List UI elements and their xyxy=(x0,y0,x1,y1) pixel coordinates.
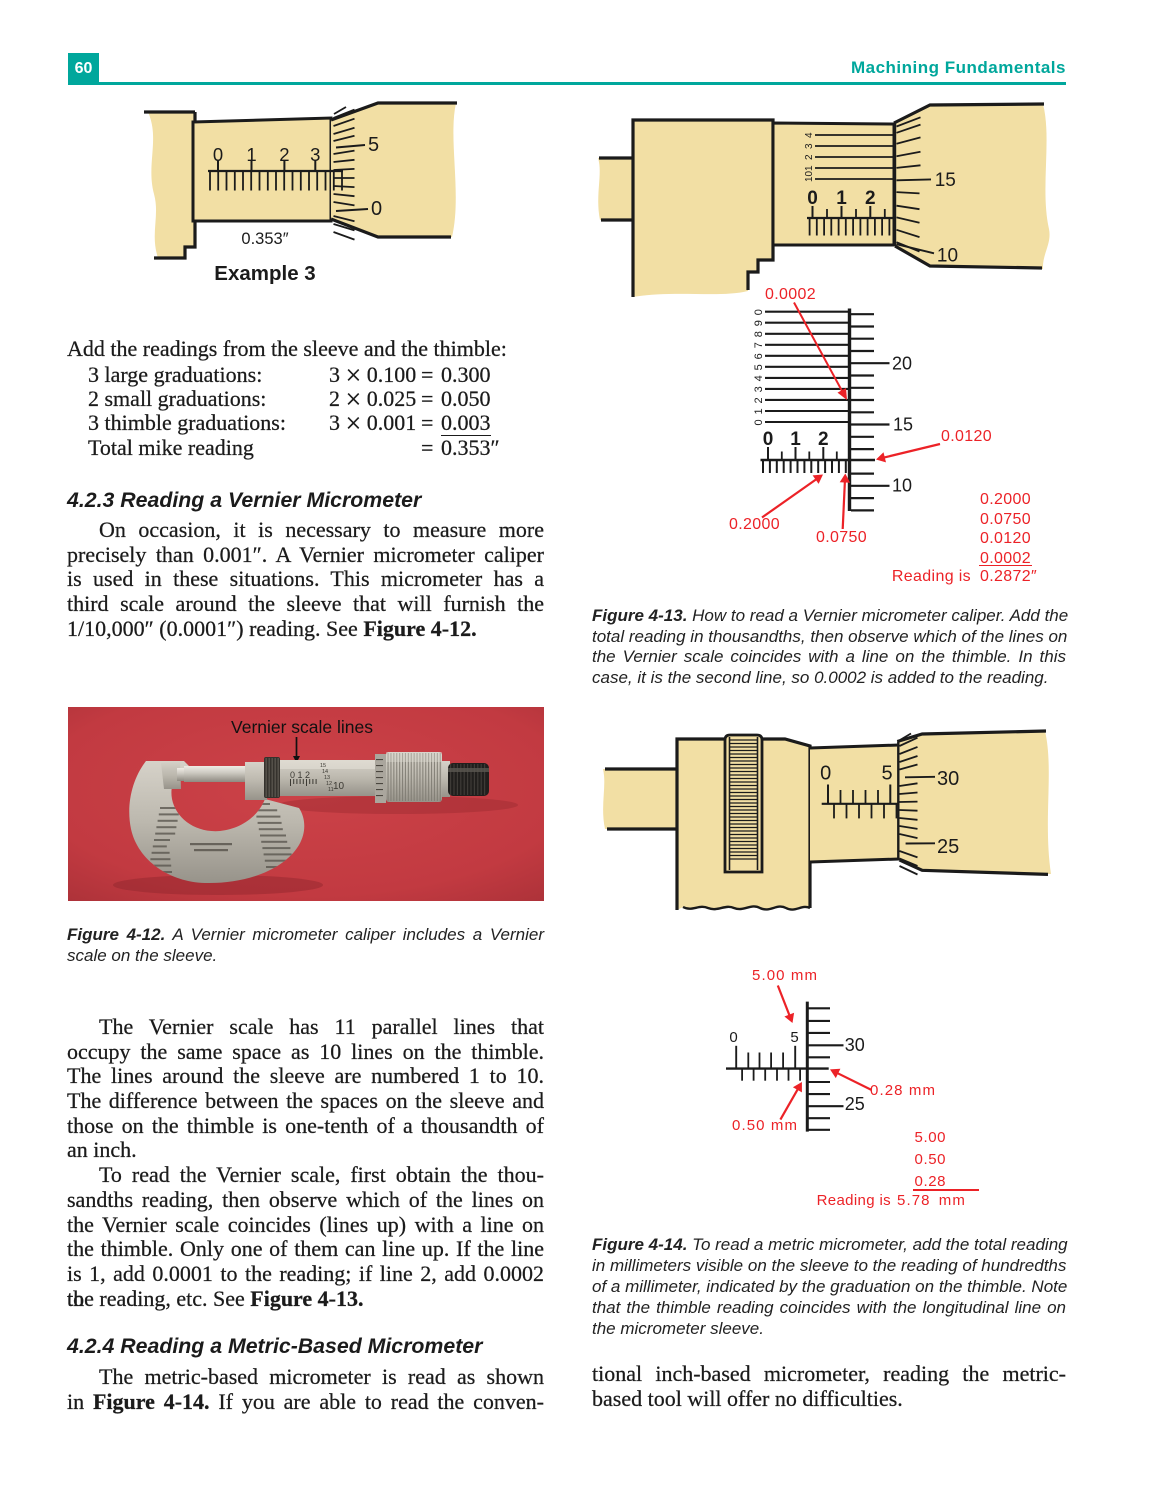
svg-text:10: 10 xyxy=(804,170,815,182)
svg-text:14: 14 xyxy=(322,769,328,775)
svg-text:0: 0 xyxy=(763,429,774,450)
svg-text:11: 11 xyxy=(328,787,334,793)
svg-text:2: 2 xyxy=(279,144,289,165)
svg-text:1: 1 xyxy=(836,188,847,209)
svg-text:10: 10 xyxy=(937,246,958,267)
svg-text:3: 3 xyxy=(310,144,320,165)
svg-text:25: 25 xyxy=(937,836,959,858)
svg-text:25: 25 xyxy=(845,1094,865,1114)
svg-text:9: 9 xyxy=(753,320,765,326)
svg-text:4: 4 xyxy=(753,375,765,381)
svg-text:0: 0 xyxy=(213,144,223,165)
svg-text:13: 13 xyxy=(324,775,330,781)
svg-text:0: 0 xyxy=(753,309,765,315)
svg-text:20: 20 xyxy=(892,354,912,374)
svg-text:15: 15 xyxy=(935,170,956,191)
svg-text:10: 10 xyxy=(333,781,345,792)
svg-text:2: 2 xyxy=(818,429,829,450)
svg-text:Vernier scale lines: Vernier scale lines xyxy=(231,717,373,737)
svg-text:4: 4 xyxy=(804,132,815,138)
svg-text:1: 1 xyxy=(790,429,801,450)
svg-text:0: 0 xyxy=(807,188,818,209)
svg-text:0: 0 xyxy=(753,419,765,425)
svg-text:0 1 2: 0 1 2 xyxy=(290,770,310,780)
svg-text:15: 15 xyxy=(893,415,913,435)
svg-text:3: 3 xyxy=(753,386,765,392)
svg-text:2: 2 xyxy=(753,397,765,403)
svg-text:0: 0 xyxy=(820,763,831,785)
svg-text:30: 30 xyxy=(937,768,959,790)
svg-text:5: 5 xyxy=(881,763,892,785)
svg-text:1: 1 xyxy=(246,144,256,165)
svg-text:3: 3 xyxy=(804,143,815,149)
svg-text:5: 5 xyxy=(368,134,379,156)
svg-text:30: 30 xyxy=(845,1035,865,1055)
svg-text:6: 6 xyxy=(753,353,765,359)
svg-text:8: 8 xyxy=(753,331,765,337)
svg-text:12: 12 xyxy=(326,781,332,787)
svg-text:5: 5 xyxy=(790,1029,798,1046)
svg-text:0: 0 xyxy=(729,1029,737,1046)
svg-text:1: 1 xyxy=(804,165,815,171)
svg-text:5: 5 xyxy=(753,364,765,370)
svg-text:15: 15 xyxy=(320,763,326,769)
svg-text:2: 2 xyxy=(804,154,815,160)
svg-text:10: 10 xyxy=(892,476,912,496)
svg-text:7: 7 xyxy=(753,342,765,348)
svg-text:0: 0 xyxy=(371,198,382,220)
svg-text:1: 1 xyxy=(753,408,765,414)
svg-text:2: 2 xyxy=(865,188,876,209)
